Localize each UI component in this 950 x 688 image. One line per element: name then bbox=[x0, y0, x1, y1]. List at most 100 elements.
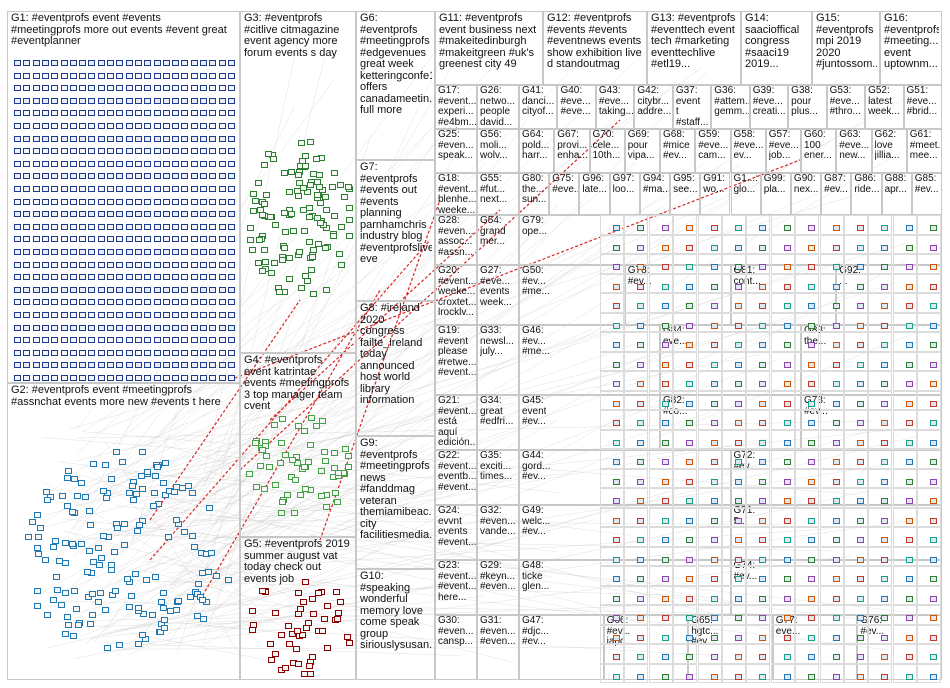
tiny-group-cell[interactable] bbox=[819, 390, 844, 410]
tiny-group-cell[interactable] bbox=[624, 644, 649, 664]
tiny-group-cell[interactable] bbox=[697, 468, 722, 488]
tiny-group-cell[interactable] bbox=[673, 429, 698, 449]
tiny-group-cell[interactable] bbox=[868, 566, 893, 586]
tiny-group-cell[interactable] bbox=[795, 585, 820, 605]
tiny-group-cell[interactable] bbox=[673, 254, 698, 274]
tiny-group-cell[interactable] bbox=[673, 351, 698, 371]
tiny-group-cell[interactable] bbox=[819, 312, 844, 332]
tiny-group-cell[interactable] bbox=[673, 585, 698, 605]
tiny-group-cell[interactable] bbox=[819, 488, 844, 508]
tiny-group-cell[interactable] bbox=[770, 332, 795, 352]
small-group-cell[interactable]: G60: 100 ener... bbox=[801, 129, 837, 173]
tiny-group-cell[interactable] bbox=[673, 488, 698, 508]
tiny-group-cell[interactable] bbox=[844, 234, 868, 254]
tiny-group-cell[interactable] bbox=[917, 312, 942, 332]
tiny-group-cell[interactable] bbox=[868, 449, 893, 469]
tiny-group-cell[interactable] bbox=[819, 449, 844, 469]
small-group-cell[interactable]: G80: the... sun... bbox=[519, 173, 550, 215]
small-group-cell[interactable]: G30: #even... cansp... bbox=[435, 615, 477, 680]
tiny-group-cell[interactable] bbox=[600, 332, 624, 352]
tiny-group-cell[interactable] bbox=[746, 410, 771, 430]
tiny-group-cell[interactable] bbox=[868, 371, 893, 391]
tiny-group-cell[interactable] bbox=[600, 507, 624, 527]
tiny-group-cell[interactable] bbox=[892, 566, 917, 586]
tiny-group-cell[interactable] bbox=[648, 488, 673, 508]
tiny-group-cell[interactable] bbox=[844, 215, 868, 235]
tiny-group-cell[interactable] bbox=[624, 390, 649, 410]
small-group-cell[interactable]: G75: #eve... bbox=[549, 173, 580, 215]
small-group-cell[interactable]: G36: #attem... gemm... bbox=[711, 85, 750, 129]
tiny-group-cell[interactable] bbox=[892, 429, 917, 449]
tiny-group-cell[interactable] bbox=[624, 312, 649, 332]
tiny-group-cell[interactable] bbox=[722, 488, 746, 508]
small-group-cell[interactable]: G57: #eve... job... bbox=[765, 129, 801, 173]
tiny-group-cell[interactable] bbox=[600, 449, 624, 469]
tiny-group-cell[interactable] bbox=[819, 624, 844, 644]
tiny-group-cell[interactable] bbox=[917, 624, 942, 644]
tiny-group-cell[interactable] bbox=[770, 546, 795, 566]
tiny-group-cell[interactable] bbox=[722, 254, 746, 274]
small-group-cell[interactable]: G76: #ev... bbox=[857, 615, 942, 680]
tiny-group-cell[interactable] bbox=[770, 429, 795, 449]
tiny-group-cell[interactable] bbox=[600, 429, 624, 449]
tiny-group-cell[interactable] bbox=[673, 663, 698, 683]
tiny-group-cell[interactable] bbox=[624, 546, 649, 566]
tiny-group-cell[interactable] bbox=[722, 234, 746, 254]
tiny-group-cell[interactable] bbox=[892, 293, 917, 313]
tiny-group-cell[interactable] bbox=[697, 527, 722, 547]
tiny-group-cell[interactable] bbox=[868, 507, 893, 527]
tiny-group-cell[interactable] bbox=[648, 507, 673, 527]
tiny-group-cell[interactable] bbox=[600, 234, 624, 254]
tiny-group-cell[interactable] bbox=[917, 644, 942, 664]
tiny-group-cell[interactable] bbox=[722, 507, 746, 527]
tiny-group-cell[interactable] bbox=[844, 507, 868, 527]
tiny-group-cell[interactable] bbox=[844, 332, 868, 352]
tiny-group-cell[interactable] bbox=[624, 429, 649, 449]
tiny-group-cell[interactable] bbox=[673, 332, 698, 352]
tiny-group-cell[interactable] bbox=[746, 293, 771, 313]
small-group-cell[interactable]: G99: pla... bbox=[760, 173, 791, 215]
tiny-group-cell[interactable] bbox=[892, 215, 917, 235]
group-box-g8[interactable]: G8: #ireland 2020 congress failte_irelan… bbox=[356, 301, 435, 436]
tiny-group-cell[interactable] bbox=[600, 273, 624, 293]
tiny-group-cell[interactable] bbox=[624, 488, 649, 508]
tiny-group-cell[interactable] bbox=[746, 644, 771, 664]
tiny-group-cell[interactable] bbox=[819, 468, 844, 488]
tiny-group-cell[interactable] bbox=[892, 390, 917, 410]
tiny-group-cell[interactable] bbox=[844, 273, 868, 293]
tiny-group-cell[interactable] bbox=[795, 332, 820, 352]
tiny-group-cell[interactable] bbox=[819, 351, 844, 371]
small-group-cell[interactable]: G20: #event... weeke... croxtet... lrock… bbox=[435, 265, 477, 325]
small-group-cell[interactable]: G91: wo... bbox=[700, 173, 731, 215]
tiny-group-cell[interactable] bbox=[819, 254, 844, 274]
tiny-group-cell[interactable] bbox=[673, 507, 698, 527]
small-group-cell[interactable]: G86: ride... bbox=[851, 173, 882, 215]
tiny-group-cell[interactable] bbox=[795, 449, 820, 469]
tiny-group-cell[interactable] bbox=[917, 527, 942, 547]
tiny-group-cell[interactable] bbox=[795, 527, 820, 547]
tiny-group-cell[interactable] bbox=[697, 273, 722, 293]
tiny-group-cell[interactable] bbox=[795, 546, 820, 566]
tiny-group-cell[interactable] bbox=[868, 254, 893, 274]
tiny-group-cell[interactable] bbox=[819, 215, 844, 235]
tiny-group-cell[interactable] bbox=[624, 234, 649, 254]
tiny-group-cell[interactable] bbox=[624, 507, 649, 527]
group-box-g1[interactable]: G1: #eventprofs event #events #meetingpr… bbox=[7, 11, 240, 383]
tiny-group-cell[interactable] bbox=[648, 624, 673, 644]
tiny-group-cell[interactable] bbox=[673, 644, 698, 664]
tiny-group-cell[interactable] bbox=[673, 605, 698, 625]
tiny-group-cell[interactable] bbox=[892, 351, 917, 371]
tiny-group-cell[interactable] bbox=[892, 410, 917, 430]
tiny-group-cell[interactable] bbox=[673, 390, 698, 410]
tiny-group-cell[interactable] bbox=[770, 507, 795, 527]
tiny-group-cell[interactable] bbox=[892, 605, 917, 625]
tiny-group-cell[interactable] bbox=[770, 410, 795, 430]
tiny-group-cell[interactable] bbox=[648, 371, 673, 391]
tiny-group-cell[interactable] bbox=[917, 254, 942, 274]
tiny-group-cell[interactable] bbox=[795, 312, 820, 332]
tiny-group-cell[interactable] bbox=[795, 663, 820, 683]
tiny-group-cell[interactable] bbox=[600, 585, 624, 605]
tiny-group-cell[interactable] bbox=[819, 332, 844, 352]
tiny-group-cell[interactable] bbox=[600, 371, 624, 391]
tiny-group-cell[interactable] bbox=[746, 215, 771, 235]
